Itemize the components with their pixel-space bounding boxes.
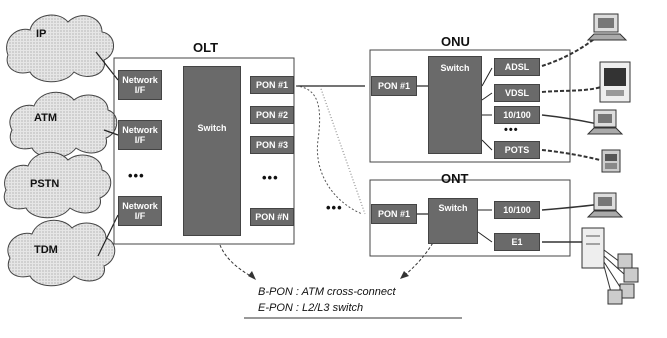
ont-port-10-100: 10/100 [494,201,540,219]
computer-icon [588,14,626,40]
ont-switch: Switch [428,198,478,244]
ont-port-e1: E1 [494,233,540,251]
onu-port-ellipsis: ••• [504,124,519,136]
onu-switch-label: Switch [440,63,469,73]
olt-pon-ellipsis: ••• [262,170,279,185]
cloud-icon [8,220,115,285]
splitter-ellipsis: ••• [326,200,343,215]
onu-port-vdsl: VDSL [494,84,540,102]
ont-switch-label: Switch [438,203,467,213]
onu-title: ONU [441,34,470,49]
network-atm-label: ATM [34,112,57,124]
network-ip-label: IP [36,28,46,40]
olt-title: OLT [193,40,218,55]
onu-pon: PON #1 [371,76,417,96]
onu-port-adsl: ADSL [494,58,540,76]
olt-pon-port-n: PON #N [250,208,294,226]
onu-port-10-100: 10/100 [494,106,540,124]
olt-pon-port-2: PON #2 [250,106,294,124]
olt-pon-port-1: PON #1 [250,76,294,94]
olt-network-if-1: Network I/F [118,70,162,100]
cloud-icon [10,92,117,157]
ont-title: ONT [441,171,468,186]
cloud-icon [7,15,114,82]
computer-icon [588,110,622,134]
olt-pon-port-3: PON #3 [250,136,294,154]
network-pstn-label: PSTN [30,178,59,190]
telephone-icon [608,254,638,304]
ont-pon: PON #1 [371,204,417,224]
olt-switch: Switch [183,66,241,236]
telephone-icon [602,150,620,172]
olt-network-if-ellipsis: ••• [128,168,145,183]
network-tdm-label: TDM [34,244,58,256]
olt-network-if-3: Network I/F [118,196,162,226]
note-epon: E-PON : L2/L3 switch [258,302,363,314]
note-bpon: B-PON : ATM cross-connect [258,286,396,298]
olt-network-if-2: Network I/F [118,120,162,150]
onu-switch: Switch [428,56,482,154]
computer-icon [600,62,630,102]
onu-port-pots: POTS [494,141,540,159]
olt-switch-label: Switch [197,123,226,133]
